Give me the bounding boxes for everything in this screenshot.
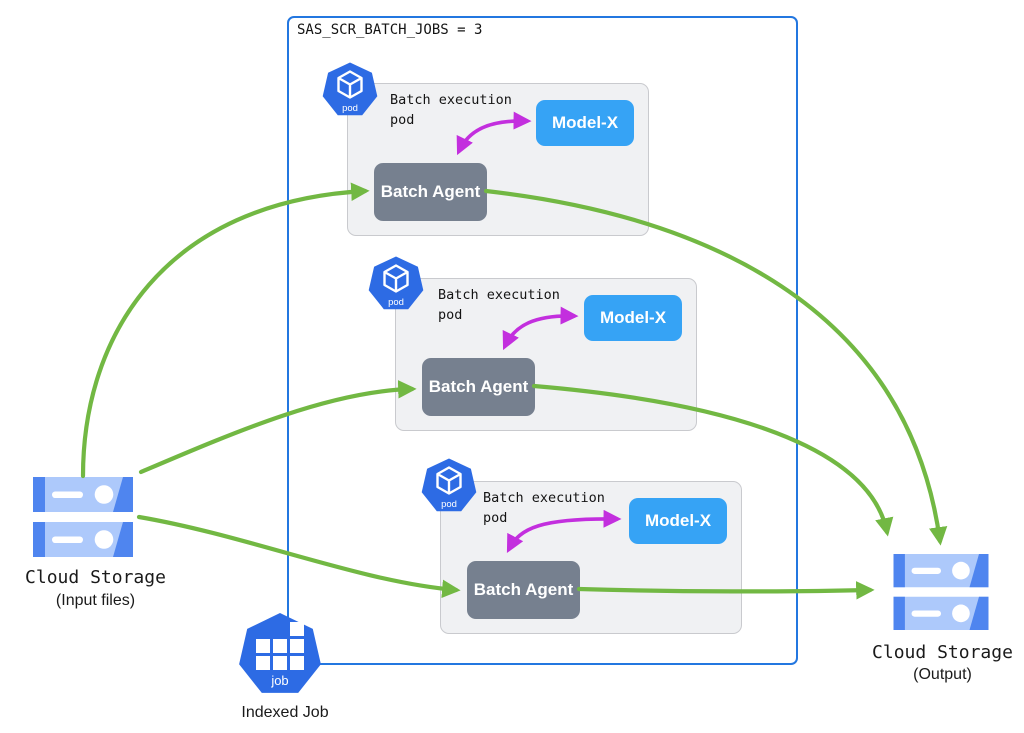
storage-bar xyxy=(893,596,989,630)
model-x-box: Model-X xyxy=(584,295,682,341)
job-grid-icon xyxy=(256,622,304,670)
input-storage-name: Cloud Storage xyxy=(25,567,166,588)
storage-bar xyxy=(33,477,133,512)
output-storage-name: Cloud Storage xyxy=(872,642,1013,663)
boundary-title: SAS_SCR_BATCH_JOBS = 3 xyxy=(297,22,483,38)
job-icon-label: job xyxy=(270,673,288,688)
kubernetes-pod-icon: pod xyxy=(368,256,424,310)
input-storage-qualifier: (Input files) xyxy=(55,592,136,609)
kubernetes-job-icon: job xyxy=(239,613,321,693)
storage-bar xyxy=(33,522,133,557)
pod-icon-label: pod xyxy=(441,499,457,510)
model-x-box: Model-X xyxy=(629,498,727,544)
batch-execution-pod-3: Batch execution pod Batch Agent Model-X xyxy=(440,481,742,634)
batch-agent-box: Batch Agent xyxy=(467,561,580,619)
pod-icon-label: pod xyxy=(342,103,358,114)
batch-execution-pod-1: Batch execution pod Batch Agent Model-X xyxy=(347,83,649,236)
indexed-job-label: Indexed Job xyxy=(241,704,329,721)
cloud-storage-input-icon xyxy=(33,477,133,557)
kubernetes-pod-icon: pod xyxy=(421,458,477,512)
cloud-storage-output-icon xyxy=(893,554,989,630)
batch-execution-pod-2: Batch execution pod Batch Agent Model-X xyxy=(395,278,697,431)
pod-icon-label: pod xyxy=(388,297,404,308)
batch-agent-box: Batch Agent xyxy=(374,163,487,221)
storage-bar xyxy=(893,554,989,588)
output-storage-qualifier: (Output) xyxy=(913,666,972,683)
model-x-box: Model-X xyxy=(536,100,634,146)
pod-label: Batch execution pod xyxy=(390,92,512,129)
cube-icon xyxy=(337,70,363,99)
pod-label: Batch execution pod xyxy=(483,490,605,527)
batch-agent-box: Batch Agent xyxy=(422,358,535,416)
cube-icon xyxy=(383,264,409,293)
cube-icon xyxy=(436,466,462,495)
pod-label: Batch execution pod xyxy=(438,287,560,324)
kubernetes-pod-icon: pod xyxy=(322,62,378,116)
